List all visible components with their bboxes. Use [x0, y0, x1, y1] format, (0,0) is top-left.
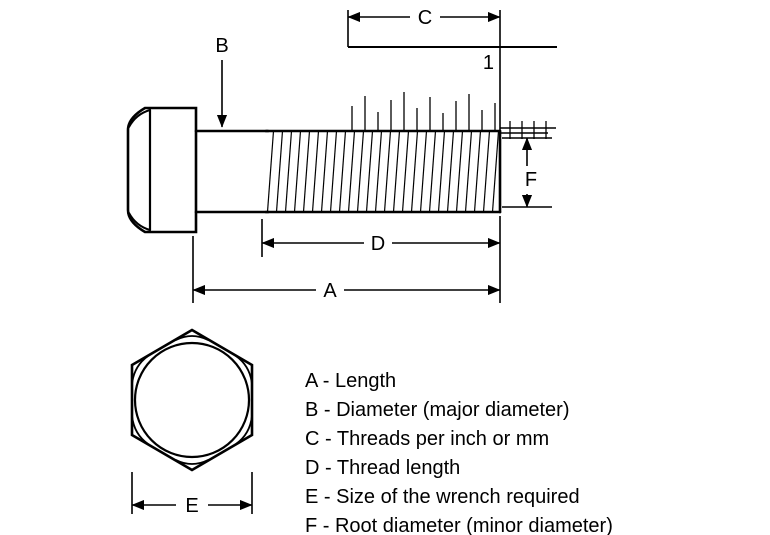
dimension-e: [131, 472, 253, 514]
corner-arc-bottom: [175, 459, 209, 465]
corner-arc-upper-left: [131, 355, 149, 385]
dimension-d: [261, 216, 501, 303]
corner-arc-lower-right: [235, 415, 253, 445]
corner-arc-upper-right: [235, 355, 253, 385]
corner-arc-top: [175, 335, 209, 341]
thread-region: [266, 131, 500, 212]
hex-head-facet-arc-top: [128, 109, 151, 128]
label-b: B: [215, 35, 228, 57]
legend-item-b: B - Diameter (major diameter): [305, 399, 570, 421]
thread-crest-ticks: [351, 92, 556, 139]
legend-item-c: C - Threads per inch or mm: [305, 428, 550, 450]
label-d: D: [371, 233, 385, 255]
inscribed-circle: [133, 341, 251, 459]
hex-end-view: [130, 328, 254, 472]
dimension-a: [192, 236, 501, 303]
legend-item-f: F - Root diameter (minor diameter): [305, 515, 613, 535]
legend-item-e: E - Size of the wrench required: [305, 486, 580, 508]
legend-item-a: A - Length: [305, 370, 397, 392]
hex-head-facet-arc-bottom: [128, 212, 151, 231]
bolt-side-view: [126, 106, 502, 234]
legend: A - Length B - Diameter (major diameter)…: [305, 367, 613, 535]
dimension-c: [347, 10, 557, 131]
label-one: 1: [483, 52, 494, 74]
label-f: F: [525, 169, 537, 191]
legend-item-d: D - Thread length: [305, 457, 461, 479]
label-a: A: [323, 280, 337, 302]
label-c: C: [418, 7, 432, 29]
corner-arc-lower-left: [131, 415, 149, 445]
hexagon-outline: [130, 328, 254, 472]
dimension-f: [502, 137, 552, 208]
hex-head-side: [126, 106, 198, 234]
label-e: E: [185, 495, 198, 517]
